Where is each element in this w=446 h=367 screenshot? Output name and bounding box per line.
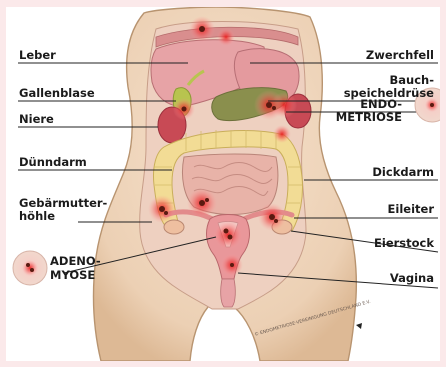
ovary-left bbox=[164, 220, 184, 234]
label-ovary: Eierstock bbox=[374, 237, 434, 249]
anatomy-diagram: Leber Gallenblase Niere Dünndarm Gebärmu… bbox=[6, 7, 440, 361]
label-liver: Leber bbox=[19, 49, 56, 61]
label-small-intestine: Dünndarm bbox=[19, 156, 87, 168]
label-vagina: Vagina bbox=[390, 272, 434, 284]
label-colon: Dickdarm bbox=[372, 166, 434, 178]
label-uterine-cavity-line2: höhle bbox=[19, 210, 55, 222]
adenomyosis-callout bbox=[13, 251, 47, 285]
label-adenomyosis-line2: MYOSE bbox=[50, 269, 95, 281]
label-endometriosis-line1: ENDO- bbox=[360, 98, 402, 110]
label-kidney: Niere bbox=[19, 113, 54, 125]
label-diaphragm: Zwerchfell bbox=[366, 49, 434, 61]
vaginal-canal bbox=[221, 279, 236, 307]
label-adenomyosis-line1: ADENO- bbox=[50, 255, 101, 267]
corner-logo-mark bbox=[356, 323, 362, 329]
label-gallbladder: Gallenblase bbox=[19, 87, 95, 99]
label-pancreas-line1: Bauch- bbox=[390, 74, 435, 86]
label-fallopian-tube: Eileiter bbox=[388, 203, 434, 215]
label-endometriosis-line2: METRIOSE bbox=[336, 111, 402, 123]
label-uterine-cavity-line1: Gebärmutter- bbox=[19, 197, 107, 209]
